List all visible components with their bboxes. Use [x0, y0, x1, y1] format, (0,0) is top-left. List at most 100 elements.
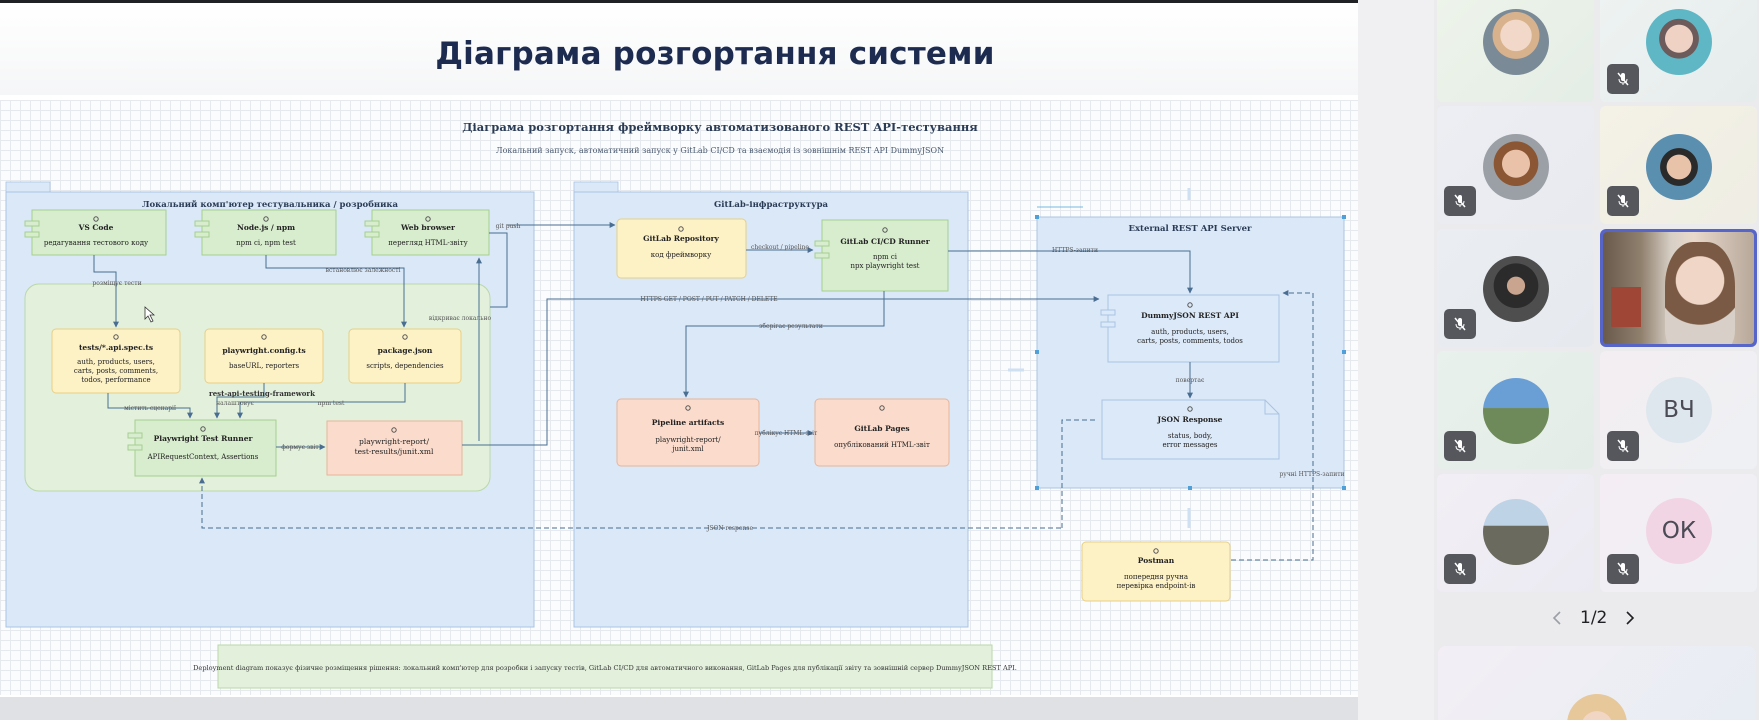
- participant-avatar: [1483, 378, 1549, 444]
- node-json-response: JSON Response status, body, error messag…: [1101, 399, 1280, 460]
- node-ci-runner-line1: npm ci: [873, 253, 898, 261]
- edge-label-exec: містить сценарії: [124, 405, 176, 412]
- edge-label-http-methods: HTTPS GET / POST / PUT / PATCH / DELETE: [640, 296, 777, 303]
- zone-local-label: Локальний комп'ютер тестувальника / розр…: [142, 199, 399, 210]
- edge-label-open: відкриває локально: [429, 315, 492, 322]
- participant-tile[interactable]: [1437, 0, 1594, 102]
- node-ci-runner-line2: npx playwright test: [851, 262, 920, 270]
- presentation-slide: Діаграма розгортання системи Діаграма ро…: [0, 0, 1358, 720]
- node-vscode-sub: редагування тестового коду: [44, 239, 149, 247]
- participant-tile[interactable]: [1437, 106, 1594, 224]
- zone-external-label: External REST API Server: [1129, 224, 1252, 234]
- participant-video: [1603, 232, 1754, 344]
- node-pages: GitLab Pages опублікований HTML-звіт: [814, 398, 950, 467]
- muted-mic-icon: [1444, 186, 1476, 216]
- diagram-heading: Діаграма розгортання фреймворку автомати…: [462, 120, 978, 134]
- node-postman: Postman попередня ручна перевірка endpoi…: [1081, 541, 1231, 602]
- window-top-border: [0, 0, 1358, 3]
- pager-label: 1/2: [1580, 608, 1608, 628]
- participant-tile[interactable]: [1437, 351, 1594, 469]
- node-postman-line1: попередня ручна: [1124, 573, 1188, 581]
- participant-tile[interactable]: ОК: [1600, 474, 1757, 592]
- edge-label-rest-fw: rest-api-testing-framework: [209, 389, 315, 398]
- node-runner-sub: APIRequestContext, Assertions: [147, 453, 259, 461]
- node-report-sub: test-results/junit.xml: [355, 447, 434, 456]
- node-nodejs-sub: npm ci, npm test: [236, 239, 296, 247]
- participant-avatar: [1646, 134, 1712, 200]
- node-tests: tests/*.api.spec.ts auth, products, user…: [51, 328, 181, 394]
- muted-mic-icon: [1444, 431, 1476, 461]
- pager-prev-button[interactable]: [1548, 606, 1566, 630]
- node-artifacts-line2: junit.xml: [671, 445, 704, 453]
- participant-tile[interactable]: [1600, 106, 1757, 224]
- node-pages-title: GitLab Pages: [854, 424, 909, 433]
- participant-avatar: [1646, 9, 1712, 75]
- node-ci-runner: GitLab CI/CD Runner npm ci npx playwrigh…: [814, 219, 949, 292]
- muted-mic-icon: [1444, 309, 1476, 339]
- participant-tile-next-page[interactable]: [1438, 646, 1756, 720]
- participant-avatar: [1483, 134, 1549, 200]
- node-dummyjson-line1: auth, products, users,: [1151, 328, 1229, 336]
- node-artifacts-line1: playwright-report/: [655, 436, 721, 444]
- participant-initials: ВЧ: [1646, 377, 1712, 443]
- node-browser: Web browser перегляд HTML-звіту: [364, 209, 490, 256]
- edge-label-pishe: розміщує тести: [92, 280, 141, 287]
- node-postman-title: Postman: [1138, 556, 1175, 565]
- participant-avatar: [1483, 256, 1549, 322]
- edge-label-returns: повертає: [1176, 377, 1205, 384]
- node-repository-sub: код фреймворку: [651, 251, 712, 259]
- slide-bottom-bar: [0, 697, 1358, 720]
- edge-postman-dummy: [1231, 290, 1314, 561]
- node-json-response-line1: status, body,: [1168, 432, 1212, 440]
- node-config-title: playwright.config.ts: [222, 346, 305, 355]
- node-dummyjson-line2: carts, posts, comments, todos: [1137, 337, 1243, 345]
- muted-mic-icon: [1444, 554, 1476, 584]
- edge-runner-artifacts: [683, 291, 885, 398]
- node-nodejs: Node.js / npm npm ci, npm test: [194, 209, 337, 256]
- node-package-sub: scripts, dependencies: [366, 362, 444, 370]
- node-repository-title: GitLab Repository: [643, 234, 719, 243]
- diagram-subheading: Локальний запуск, автоматичний запуск у …: [496, 146, 944, 155]
- node-report-title: playwright-report/: [359, 437, 429, 446]
- edge-node-package: [265, 255, 407, 328]
- node-nodejs-title: Node.js / npm: [237, 223, 295, 232]
- edge-package-runner: [237, 383, 406, 419]
- edge-labels: розміщує тести встановлює залежності git…: [92, 223, 1344, 532]
- pager-next-button[interactable]: [1621, 606, 1639, 630]
- node-package-title: package.json: [378, 346, 433, 355]
- edge-config-runner: [214, 383, 265, 419]
- slide-header: Діаграма розгортання системи: [0, 3, 1358, 95]
- edge-http-methods: [462, 296, 1100, 446]
- participant-tile[interactable]: [1437, 474, 1594, 592]
- diagram-caption-text: Deployment diagram показує фізичне розмі…: [193, 664, 1017, 672]
- muted-mic-icon: [1607, 554, 1639, 584]
- node-artifacts-title: Pipeline artifacts: [652, 418, 725, 427]
- edge-label-json-resp: JSON response: [706, 525, 753, 532]
- panel-gutter: [1358, 0, 1434, 720]
- participant-initials: ОК: [1646, 498, 1712, 564]
- muted-mic-icon: [1607, 64, 1639, 94]
- participant-tile[interactable]: ВЧ: [1600, 351, 1757, 469]
- active-speaker-tile[interactable]: [1600, 229, 1757, 347]
- edge-browser-gitpush: [489, 232, 508, 308]
- edge-label-manual: ручні HTTPS-запити: [1279, 471, 1344, 478]
- edge-json-runner: [199, 419, 1095, 530]
- edge-label-gitpush: git push: [496, 223, 521, 230]
- node-artifacts: Pipeline artifacts playwright-report/ ju…: [616, 398, 760, 467]
- node-report: playwright-report/ test-results/junit.xm…: [326, 420, 463, 476]
- edge-label-save: зберігає результати: [759, 323, 823, 330]
- edge-label-insert: встановлює залежності: [326, 267, 401, 274]
- participant-tile[interactable]: [1600, 0, 1757, 102]
- participant-tile[interactable]: [1437, 229, 1594, 347]
- muted-mic-icon: [1607, 186, 1639, 216]
- node-pages-sub: опублікований HTML-звіт: [834, 441, 930, 449]
- node-vscode-title: VS Code: [78, 223, 114, 232]
- node-browser-sub: перегляд HTML-звіту: [388, 239, 468, 247]
- node-postman-line2: перевірка endpoint-ів: [1117, 582, 1196, 590]
- node-config: playwright.config.ts baseURL, reporters: [204, 328, 324, 384]
- chevron-right-icon: [1626, 611, 1635, 625]
- zone-gitlab-label: GitLab-інфраструктура: [714, 200, 829, 210]
- node-package: package.json scripts, dependencies: [348, 328, 462, 384]
- slide-title: Діаграма розгортання системи: [435, 36, 995, 72]
- diagram-edges: [93, 222, 1314, 561]
